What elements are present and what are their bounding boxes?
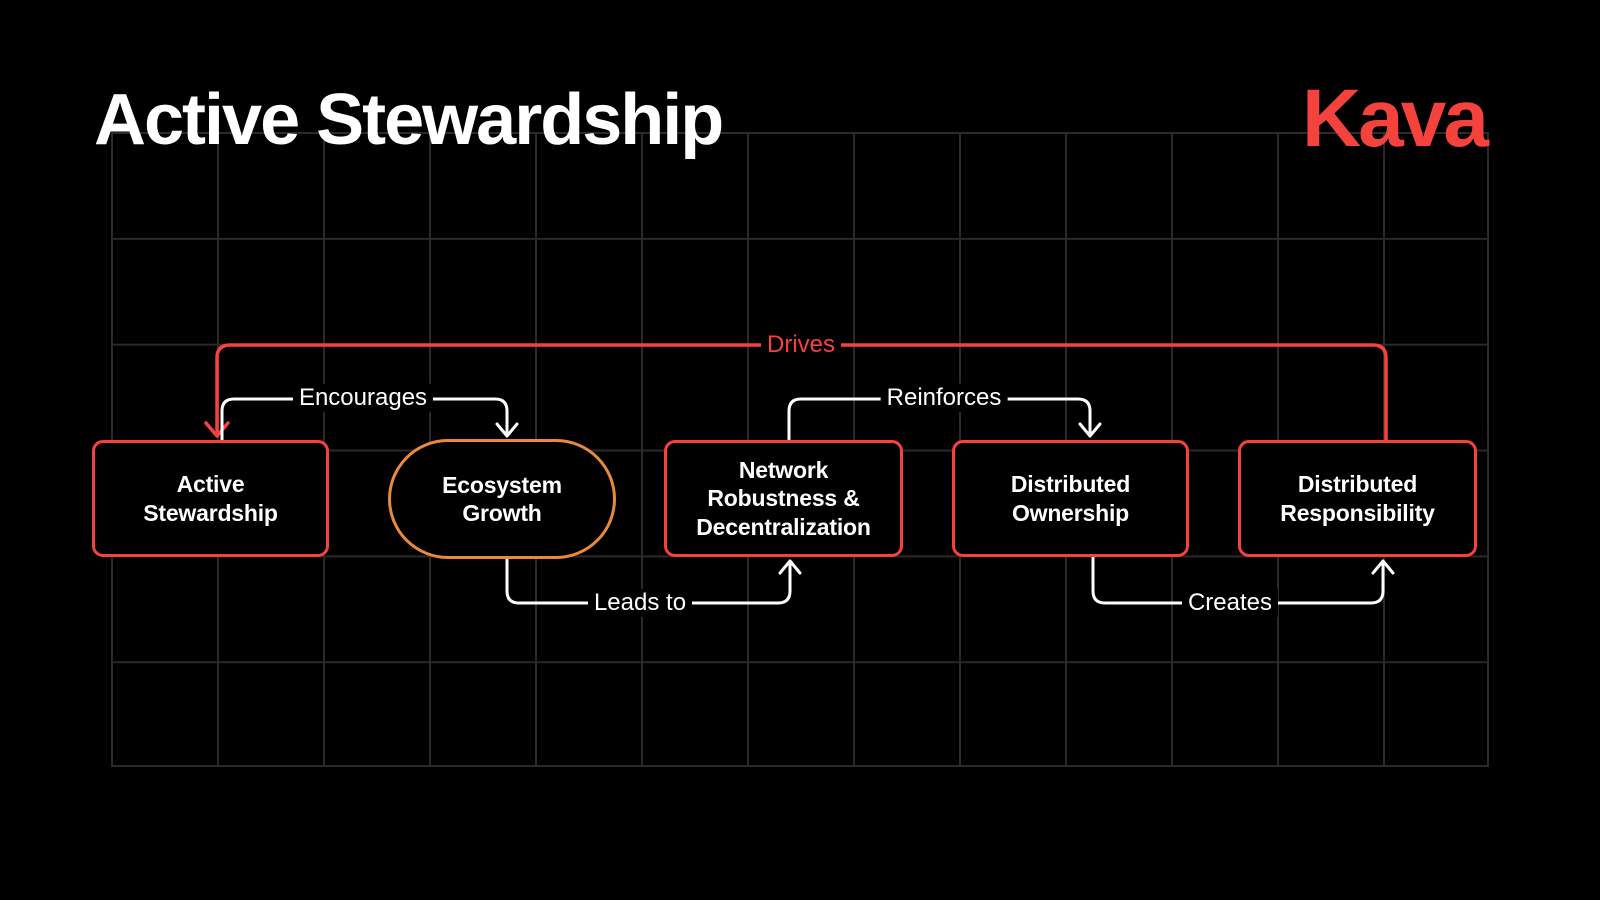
edge-reinforces-arrowhead-icon (1078, 422, 1102, 438)
node-ecosystem-growth-label: Ecosystem Growth (442, 471, 562, 526)
node-network-robustness-label: Network Robustness & Decentralization (696, 457, 871, 540)
edge-creates-arrowhead-icon (1371, 559, 1395, 575)
node-distributed-responsibility-label: Distributed Responsibility (1280, 471, 1435, 526)
node-distributed-ownership: Distributed Ownership (952, 440, 1189, 557)
node-network-robustness: Network Robustness & Decentralization (664, 440, 903, 557)
edge-encourages-arrowhead-icon (495, 422, 519, 438)
edge-leads-to-arrowhead-icon (778, 559, 802, 575)
node-active-stewardship-label: Active Stewardship (143, 471, 278, 526)
edge-label-drives: Drives (760, 330, 842, 360)
page-title: Active Stewardship (94, 80, 724, 160)
kava-logo: Kava (1301, 73, 1489, 164)
edge-label-reinforces: Reinforces (880, 383, 1008, 413)
node-active-stewardship: Active Stewardship (92, 440, 329, 557)
edge-drives-arrowhead-icon (204, 421, 230, 438)
edge-label-creates: Creates (1181, 588, 1279, 618)
edge-label-encourages: Encourages (292, 383, 434, 413)
node-distributed-responsibility: Distributed Responsibility (1238, 440, 1477, 557)
node-distributed-ownership-label: Distributed Ownership (1010, 471, 1131, 526)
node-ecosystem-growth: Ecosystem Growth (388, 439, 616, 559)
edge-label-leads-to: Leads to (587, 588, 693, 618)
